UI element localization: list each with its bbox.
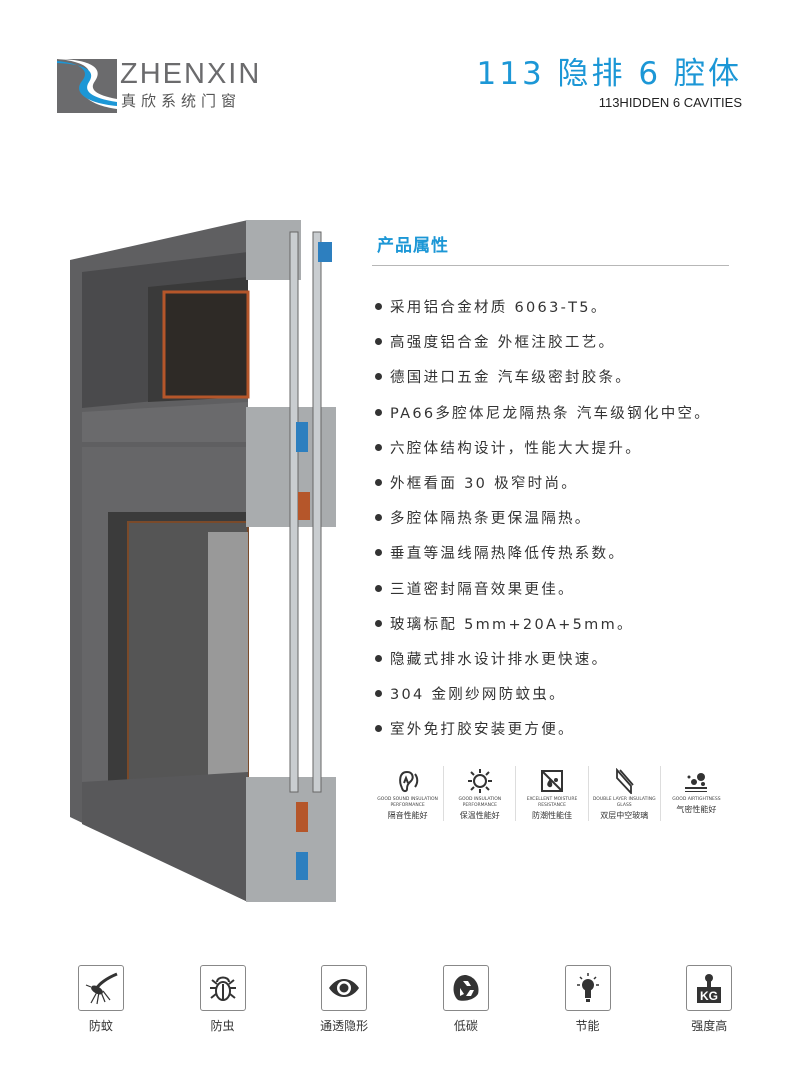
feature-cn: 防潮性能佳 <box>532 811 572 820</box>
feature-en: GOOD AIRTIGHTNESS <box>672 797 721 802</box>
list-item: 多腔体隔热条更保温隔热。 <box>375 500 711 535</box>
property-text: 采用铝合金材质 6063-T5。 <box>390 300 608 317</box>
weight-icon: KG <box>697 974 722 1003</box>
bullet-icon <box>375 408 382 416</box>
list-item: PA66多腔体尼龙隔热条 汽车级钢化中空。 <box>375 395 711 430</box>
ear-icon <box>398 770 418 793</box>
badge-eye: 通透隐形 <box>283 965 405 1033</box>
feature-moisture: EXCELLENT MOISTURE RESISTANCE 防潮性能佳 <box>516 766 589 821</box>
badge-label: 通透隐形 <box>320 1019 369 1033</box>
list-item: 外框看面 30 极窄时尚。 <box>375 465 711 500</box>
logo <box>57 55 117 117</box>
feature-glass: DOUBLE LAYER INSULATING GLASS 双层中空玻璃 <box>589 766 661 821</box>
eye-icon <box>329 979 360 997</box>
feature-sound: GOOD SOUND INSULATION PERFORMANCE 隔音性能好 <box>372 766 445 821</box>
feature-airtight: GOOD AIRTIGHTNESS 气密性能好 <box>661 766 732 821</box>
list-item: 垂直等温线隔热降低传热系数。 <box>375 535 711 570</box>
property-text: PA66多腔体尼龙隔热条 汽车级钢化中空。 <box>390 405 712 422</box>
badge-recycle: 低碳 <box>405 965 527 1033</box>
property-text: 德国进口五金 汽车级密封胶条。 <box>390 370 633 387</box>
property-text: 多腔体隔热条更保温隔热。 <box>390 511 592 528</box>
property-text: 三道密封隔音效果更佳。 <box>390 581 575 598</box>
svg-text:KG: KG <box>700 989 718 1003</box>
feature-en: EXCELLENT MOISTURE RESISTANCE <box>526 797 578 808</box>
brand-name-cn: 真欣系统门窗 <box>121 92 242 110</box>
property-text: 304 金刚纱网防蚊虫。 <box>390 687 566 704</box>
badge-bug: 防虫 <box>162 965 284 1033</box>
list-item: 采用铝合金材质 6063-T5。 <box>375 289 711 324</box>
badge-label: 低碳 <box>453 1019 478 1033</box>
list-item: 德国进口五金 汽车级密封胶条。 <box>375 359 711 394</box>
list-item: 室外免打胶安装更方便。 <box>375 711 711 746</box>
list-item: 玻璃标配 5mm+20A+5mm。 <box>375 606 711 641</box>
property-text: 六腔体结构设计，性能大大提升。 <box>390 440 642 457</box>
airtight-icon <box>685 773 708 792</box>
bullet-icon <box>375 303 382 311</box>
window-cross-section-image <box>70 220 336 902</box>
feature-cn: 双层中空玻璃 <box>600 811 649 820</box>
badge-bulb: 节能 <box>527 965 649 1033</box>
bullet-icon <box>375 373 382 381</box>
property-list: 采用铝合金材质 6063-T5。 高强度铝合金 外框注胶工艺。 德国进口五金 汽… <box>375 289 711 746</box>
bullet-icon <box>375 549 382 557</box>
feature-insulation: GOOD INSULATION PERFORMANCE 保温性能好 <box>444 766 517 821</box>
bullet-icon <box>375 338 382 346</box>
feature-en: GOOD INSULATION PERFORMANCE <box>458 797 502 808</box>
moisture-icon <box>541 770 563 792</box>
page-title: 113 隐排 6 腔体 <box>476 56 742 92</box>
glass-icon <box>616 768 634 794</box>
recycle-icon <box>453 975 479 1001</box>
feature-row: GOOD SOUND INSULATION PERFORMANCE 隔音性能好 … <box>372 766 732 821</box>
property-text: 高强度铝合金 外框注胶工艺。 <box>390 335 616 352</box>
badge-weight: KG 强度高 <box>648 965 770 1033</box>
bullet-icon <box>375 690 382 698</box>
feature-cn: 隔音性能好 <box>387 811 428 820</box>
property-text: 隐藏式排水设计排水更快速。 <box>390 651 609 668</box>
section-divider <box>372 265 729 266</box>
bug-icon <box>209 976 236 1001</box>
property-text: 垂直等温线隔热降低传热系数。 <box>390 546 626 563</box>
page-subtitle: 113HIDDEN 6 CAVITIES <box>598 95 742 110</box>
badge-label: 防虫 <box>210 1019 235 1033</box>
feature-cn: 保温性能好 <box>459 811 500 820</box>
property-text: 外框看面 30 极窄时尚。 <box>390 476 579 493</box>
property-text: 玻璃标配 5mm+20A+5mm。 <box>390 616 634 633</box>
list-item: 304 金刚纱网防蚊虫。 <box>375 676 711 711</box>
bullet-icon <box>375 654 382 662</box>
bulb-icon <box>576 973 599 1002</box>
feature-en: DOUBLE LAYER INSULATING GLASS <box>592 797 656 808</box>
list-item: 六腔体结构设计，性能大大提升。 <box>375 430 711 465</box>
bullet-icon <box>375 584 382 592</box>
list-item: 三道密封隔音效果更佳。 <box>375 571 711 606</box>
list-item: 高强度铝合金 外框注胶工艺。 <box>375 324 711 359</box>
bottom-icon-row: 防蚊 防虫 通透隐形 低碳 节能 KG 强度高 <box>40 965 770 1033</box>
bullet-icon <box>375 725 382 733</box>
bullet-icon <box>375 514 382 522</box>
badge-label: 防蚊 <box>88 1019 113 1033</box>
list-item: 隐藏式排水设计排水更快速。 <box>375 641 711 676</box>
sun-icon <box>467 769 492 793</box>
logo-mark-icon <box>57 59 117 113</box>
feature-en: GOOD SOUND INSULATION PERFORMANCE <box>377 797 438 808</box>
property-text: 室外免打胶安装更方便。 <box>390 722 575 739</box>
bullet-icon <box>375 443 382 451</box>
section-heading: 产品属性 <box>377 236 449 256</box>
bullet-icon <box>375 619 382 627</box>
feature-cn: 气密性能好 <box>676 805 717 814</box>
bullet-icon <box>375 479 382 487</box>
badge-label: 强度高 <box>691 1019 728 1033</box>
mosquito-icon <box>85 972 118 1005</box>
brand-name: ZHENXIN <box>120 58 262 90</box>
badge-mosquito: 防蚊 <box>40 965 162 1033</box>
badge-label: 节能 <box>575 1019 600 1033</box>
